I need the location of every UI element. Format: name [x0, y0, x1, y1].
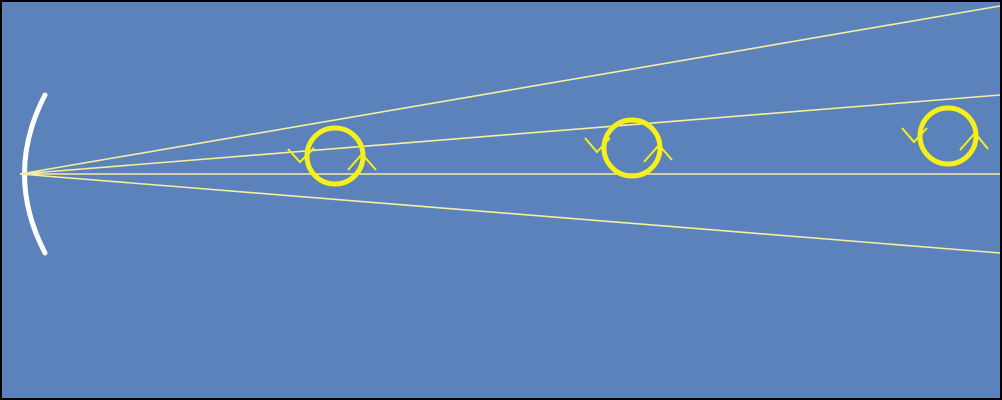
diagram-svg [2, 2, 1000, 398]
diagram-canvas [0, 0, 1002, 400]
background [2, 2, 1000, 398]
